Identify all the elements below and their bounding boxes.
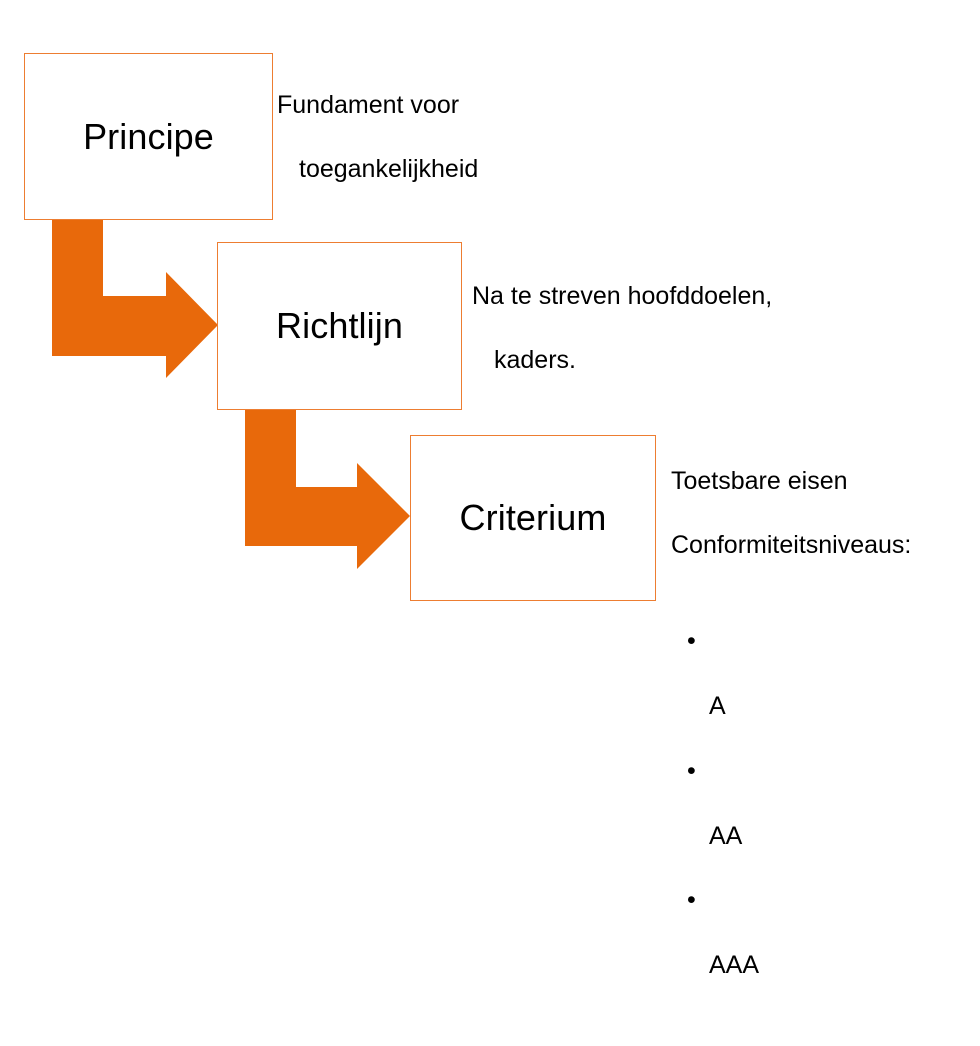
node-principe-label: Principe [83, 115, 214, 157]
annotation-criterium-line-1: Toetsbare eisen [671, 467, 848, 495]
arrow-richtlijn-to-criterium [245, 409, 410, 569]
annotation-principe-line-1: Fundament voor [277, 91, 460, 119]
annotation-richtlijn-line-2: kaders. [494, 346, 576, 374]
list-item: • AA [671, 755, 980, 853]
bullet-icon: • [687, 627, 696, 655]
list-item: • A [671, 625, 980, 723]
list-item-label: AAA [709, 951, 760, 979]
connector-arrows-layer [52, 219, 410, 569]
node-richtlijn[interactable]: Richtlijn [217, 242, 462, 410]
node-criterium[interactable]: Criterium [410, 435, 656, 601]
node-criterium-label: Criterium [459, 497, 607, 539]
node-richtlijn-label: Richtlijn [276, 305, 403, 347]
list-item-label: AA [709, 821, 743, 850]
list-item: • AAA [671, 884, 980, 982]
arrow-principe-to-richtlijn [52, 219, 218, 378]
annotation-principe-line-2: toegankelijkheid [299, 155, 479, 183]
list-item-label: A [709, 692, 726, 720]
diagram-canvas: Principe Fundament voor toegankelijkheid… [24, 53, 911, 979]
annotation-richtlijn-line-1: Na te streven hoofddoelen, [472, 282, 773, 310]
annotation-criterium-line-2: Conformiteitsniveaus: [671, 531, 912, 559]
bullet-icon: • [687, 756, 696, 785]
annotation-richtlijn: Na te streven hoofddoelen, kaders. [472, 248, 872, 408]
conformance-level-list: • A • AA • AAA [671, 593, 980, 1014]
annotation-criterium: Toetsbare eisen Conformiteitsniveaus: • … [671, 433, 980, 1046]
node-principe[interactable]: Principe [24, 53, 273, 220]
annotation-principe: Fundament voor toegankelijkheid [277, 57, 607, 217]
bullet-icon: • [687, 886, 696, 914]
